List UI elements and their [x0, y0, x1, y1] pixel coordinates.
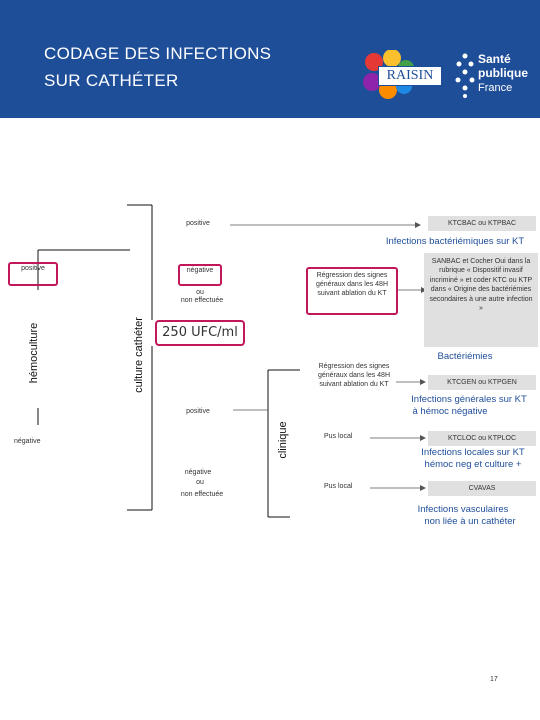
label-inf-bact-kt: Infections bactériémiques sur KT — [385, 236, 525, 247]
header-banner: CODAGE DES INFECTIONS SUR CATHÉTER RAISI… — [0, 0, 540, 118]
label-inf-loc-1: Infections locales sur KT — [421, 447, 525, 458]
hemoculture-positive-box: positive — [8, 262, 58, 286]
code-box-cvavas: CVAVAS — [428, 481, 536, 496]
culture-non-effectuee-bottom: non effectuée — [180, 491, 224, 498]
hemoculture-negative-label: négative — [14, 438, 41, 445]
axis-clinique: clinique — [277, 421, 289, 459]
culture-positive-top: positive — [186, 220, 210, 227]
code-box-ktloc: KTCLOC ou KTPLOC — [428, 431, 536, 446]
title-line-2: SUR CATHÉTER — [44, 71, 179, 90]
culture-negative-box: négative — [178, 264, 222, 286]
label-inf-vasc-2: non liée à un cathéter — [424, 516, 516, 527]
culture-non-effectuee-top: non effectuée — [180, 297, 224, 304]
label-inf-vasc-1: Infections vasculaires — [417, 504, 509, 515]
regression-box-2: Régression des signes généraux dans les … — [310, 360, 398, 406]
code-ktloc: KTCLOC ou KTPLOC — [447, 435, 517, 442]
code-box-ktgen: KTCGEN ou KTPGEN — [428, 375, 536, 390]
regression-text-1: Régression des signes généraux dans les … — [316, 272, 388, 297]
sante-line-2: publique — [478, 66, 528, 80]
sante-publique-france-logo: Santé publique France — [454, 50, 528, 102]
hemoculture-positive-label: positive — [21, 265, 45, 272]
page-number: 17 — [490, 676, 498, 683]
culture-negative-bottom: négative — [184, 469, 212, 476]
culture-ou-bottom: ou — [196, 479, 204, 486]
label-bacteriemies: Bactériémies — [437, 351, 493, 362]
label-inf-loc-2: hémoc neg et culture + — [424, 459, 522, 470]
code-box-sanbac: SANBAC et Cocher Oui dans la rubrique « … — [424, 253, 538, 347]
code-ktgen: KTCGEN ou KTPGEN — [447, 379, 517, 386]
pus-local-1: Pus local — [324, 433, 353, 440]
sante-line-3: France — [478, 82, 513, 94]
regression-text-2: Régression des signes généraux dans les … — [318, 363, 390, 388]
page-title: CODAGE DES INFECTIONS SUR CATHÉTER — [44, 40, 271, 94]
culture-ou-top: ou — [196, 289, 204, 296]
culture-positive-bottom: positive — [186, 408, 210, 415]
axis-culture-catheter: culture cathéter — [133, 317, 145, 393]
axis-hemoculture: hémoculture — [28, 322, 40, 384]
sante-line-1: Santé — [478, 52, 511, 66]
label-inf-gen-1: Infections générales sur KT — [411, 394, 527, 405]
code-ktbac: KTCBAC ou KTPBAC — [447, 220, 517, 227]
regression-box-1: Régression des signes généraux dans les … — [306, 267, 398, 315]
title-line-1: CODAGE DES INFECTIONS — [44, 44, 272, 63]
threshold-250-ufc: 250 UFC/ml — [155, 320, 245, 346]
code-sanbac: SANBAC et Cocher Oui dans la rubrique « … — [429, 258, 533, 313]
code-cvavas: CVAVAS — [468, 485, 496, 492]
pus-local-2: Pus local — [324, 483, 353, 490]
label-inf-gen-2: à hémoc négative — [412, 406, 488, 417]
culture-negative-top: négative — [186, 267, 214, 274]
raisin-wordmark: RAISIN — [378, 66, 442, 86]
raisin-logo: RAISIN — [362, 50, 448, 100]
code-box-ktbac: KTCBAC ou KTPBAC — [428, 216, 536, 231]
sante-dots-icon — [455, 53, 475, 98]
